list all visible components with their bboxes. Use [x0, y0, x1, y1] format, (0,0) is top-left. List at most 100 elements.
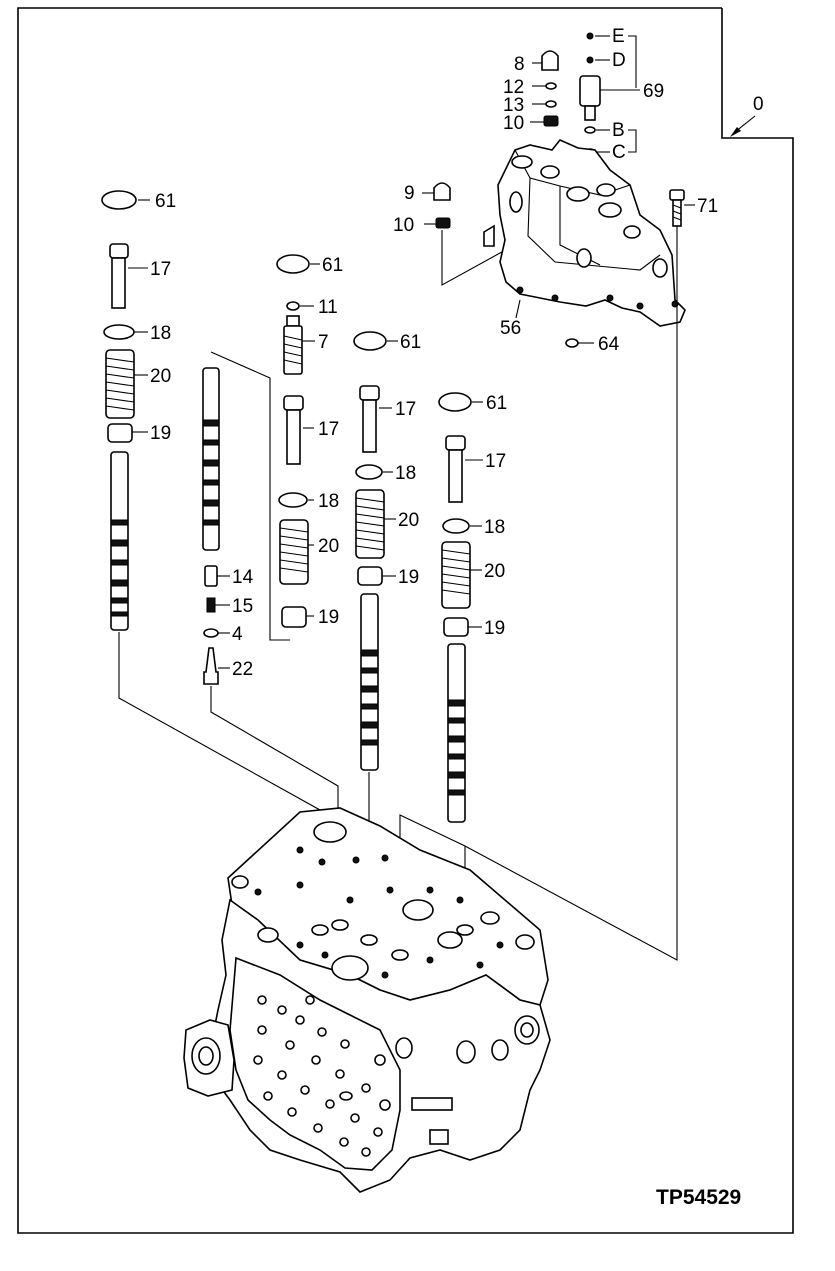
label-E: E — [612, 26, 625, 47]
plug-17b — [286, 409, 301, 465]
spool-group-b: 14 15 4 22 — [202, 351, 339, 920]
seat-18d — [442, 518, 470, 534]
label-71: 71 — [697, 196, 718, 217]
plug-stem-17a — [111, 257, 126, 309]
assembly-boundary-line — [17, 7, 794, 1234]
ring-12 — [545, 82, 557, 90]
o-ring-61b — [276, 254, 310, 274]
label-61a: 61 — [155, 191, 176, 212]
seat-18a — [103, 324, 135, 340]
spring-20a — [105, 349, 135, 419]
nut-10a — [543, 115, 559, 127]
spool-b — [202, 367, 220, 551]
label-13: 13 — [503, 95, 524, 116]
o-ring-61c — [353, 331, 387, 351]
cover-housing-56 — [483, 139, 686, 327]
assembly-ref-label: 0 — [753, 94, 764, 115]
spool-c — [360, 593, 379, 771]
leader-9-housing — [441, 230, 521, 286]
cover-housing-group: 8 12 13 10 E D 69 B C 9 10 — [393, 26, 718, 961]
label-11: 11 — [318, 297, 338, 318]
label-20c: 20 — [398, 510, 419, 531]
label-61d: 61 — [486, 393, 507, 414]
valve-7 — [283, 315, 303, 375]
label-20b: 20 — [318, 536, 339, 557]
o-ring-61a — [101, 190, 137, 210]
spring-15 — [206, 597, 216, 613]
label-8: 8 — [514, 54, 525, 75]
label-C: C — [612, 142, 626, 163]
label-15: 15 — [232, 596, 253, 617]
label-19a: 19 — [150, 423, 171, 444]
o-ring-61d — [438, 392, 472, 412]
plug-17b-head — [283, 395, 304, 411]
label-18c: 18 — [395, 463, 416, 484]
ring-13 — [545, 100, 557, 108]
label-20d: 20 — [484, 561, 505, 582]
assembly-ref-arrowhead — [730, 127, 741, 137]
ring-11 — [286, 301, 300, 311]
label-10b: 10 — [393, 215, 414, 236]
label-17a: 17 — [150, 259, 171, 280]
cap-8 — [541, 50, 559, 71]
ring-4 — [203, 628, 219, 638]
label-69: 69 — [643, 81, 664, 102]
label-9: 9 — [404, 183, 415, 204]
fitting-69-stem — [584, 105, 596, 121]
spool-d — [447, 643, 466, 823]
label-18b: 18 — [318, 491, 339, 512]
bracket-b — [210, 351, 290, 641]
bracket-BC — [628, 129, 637, 153]
leader-56 — [515, 299, 521, 319]
label-17c: 17 — [395, 399, 416, 420]
seat-18c — [355, 464, 383, 480]
seat-19a — [107, 423, 133, 443]
spring-20d — [441, 541, 471, 609]
cap-9 — [433, 182, 451, 201]
spool-group-e: 61 17 18 20 19 — [399, 392, 507, 940]
label-B: B — [612, 120, 625, 141]
plunger-22 — [203, 647, 219, 685]
seat-18b — [278, 492, 308, 508]
label-19c: 19 — [398, 567, 419, 588]
plug-17a — [109, 243, 129, 259]
nut-10b — [435, 217, 451, 229]
label-7: 7 — [318, 332, 329, 353]
label-18d: 18 — [484, 517, 505, 538]
spool-group-c: 61 11 7 17 18 20 19 — [276, 254, 343, 628]
label-D: D — [612, 50, 626, 71]
piston-14 — [204, 565, 218, 587]
spring-20b — [279, 519, 309, 585]
bolt-71 — [669, 189, 685, 227]
fitting-69 — [579, 75, 601, 107]
seat-19b — [281, 606, 307, 628]
label-19b: 19 — [318, 607, 339, 628]
label-10a: 10 — [503, 113, 524, 134]
seat-19d — [443, 617, 469, 637]
label-18a: 18 — [150, 323, 171, 344]
plug-17d — [448, 449, 463, 503]
label-61c: 61 — [400, 332, 421, 353]
label-4: 4 — [232, 624, 243, 645]
label-56: 56 — [500, 318, 521, 339]
label-14: 14 — [232, 567, 254, 588]
label-17d: 17 — [485, 451, 506, 472]
figure-id: TP54529 — [656, 1186, 741, 1209]
plug-17c — [362, 399, 377, 453]
control-valve-body — [183, 807, 551, 1193]
spool-group-d: 61 17 18 20 19 — [353, 331, 421, 940]
label-19d: 19 — [484, 618, 505, 639]
label-20a: 20 — [150, 366, 171, 387]
seal-E — [586, 32, 594, 40]
plug-17c-head — [359, 385, 380, 401]
bracket-ED — [628, 35, 637, 88]
seal-D — [586, 56, 594, 64]
seat-19c — [357, 566, 383, 586]
label-61b: 61 — [322, 255, 343, 276]
label-64: 64 — [598, 334, 620, 355]
spring-20c — [355, 489, 385, 559]
assembly-line-housing — [464, 226, 678, 961]
label-17b: 17 — [318, 419, 339, 440]
